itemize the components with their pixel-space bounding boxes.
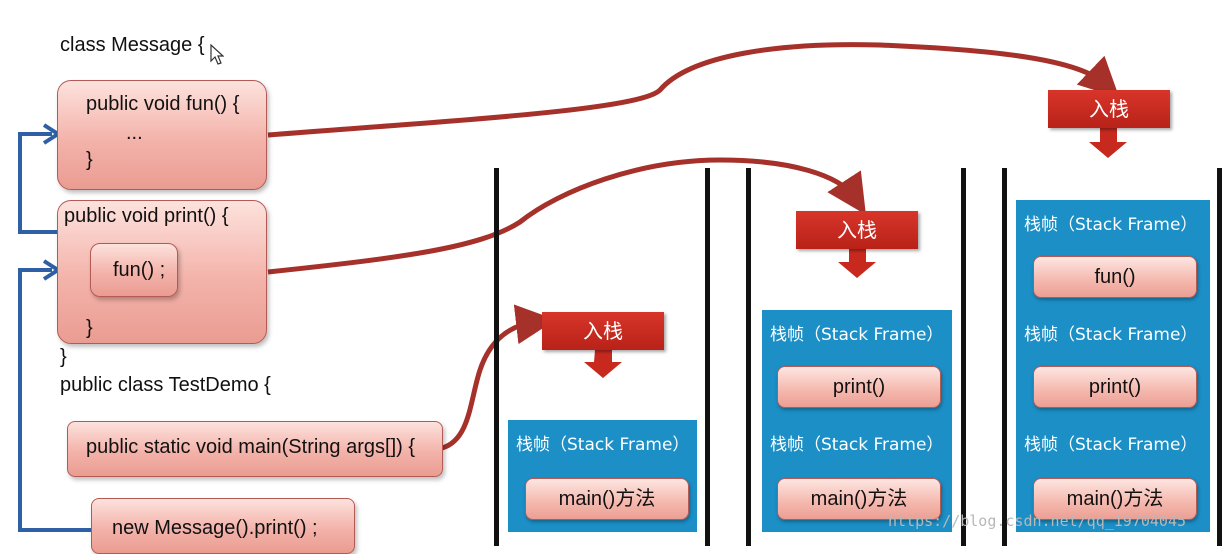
class-message-header: class Message { (60, 34, 205, 56)
frame-method-pill: print() (1033, 366, 1197, 408)
frame-method-pill: print() (777, 366, 941, 408)
stack-frame: 栈帧（Stack Frame） print() (762, 310, 952, 420)
curve-fun-push (267, 42, 1120, 138)
main-decl-text: public static void main(String args[]) { (86, 436, 416, 458)
stack-frame-label: 栈帧（Stack Frame） (516, 435, 690, 455)
stack-frame-label: 栈帧（Stack Frame） (1024, 325, 1198, 345)
frame-method-pill: main()方法 (525, 478, 689, 520)
stack-frame-label: 栈帧（Stack Frame） (770, 325, 944, 345)
stack-frame-label: 栈帧（Stack Frame） (1024, 435, 1198, 455)
push-down-arrow-2 (838, 248, 876, 278)
stack-1: 栈帧（Stack Frame） main()方法 (494, 168, 710, 546)
fun-method-box: public void fun() { ... } (57, 80, 267, 190)
fun-body-text: ... (126, 122, 143, 144)
push-label-1: 入栈 (542, 312, 664, 350)
curve-main-push (441, 304, 556, 451)
stack-frame: 栈帧（Stack Frame） main()方法 (508, 420, 697, 532)
stack-2: 栈帧（Stack Frame） print() 栈帧（Stack Frame） … (746, 168, 966, 546)
print-decl-text: public void print() { (64, 205, 229, 227)
frame-method-pill: main()方法 (777, 478, 941, 520)
stack-frame: 栈帧（Stack Frame） print() (1016, 310, 1210, 420)
stack-frame: 栈帧（Stack Frame） fun() (1016, 200, 1210, 310)
main-call-box: new Message().print() ; (91, 498, 355, 554)
frame-method-pill: main()方法 (1033, 478, 1197, 520)
class-message-close: } (60, 346, 67, 368)
call-arrow-main-to-print (18, 268, 92, 532)
fun-call-text: fun() ; (113, 259, 166, 281)
stack-frame: 栈帧（Stack Frame） main()方法 (1016, 420, 1210, 532)
mouse-cursor-icon (210, 44, 224, 65)
print-close-text: } (86, 317, 93, 339)
fun-close-text: } (86, 149, 93, 171)
stack-frame-label: 栈帧（Stack Frame） (770, 435, 944, 455)
push-label-3: 入栈 (1048, 90, 1170, 128)
stack-frame: 栈帧（Stack Frame） main()方法 (762, 420, 952, 532)
stack-frame-label: 栈帧（Stack Frame） (1024, 215, 1198, 235)
stack-3: 栈帧（Stack Frame） fun() 栈帧（Stack Frame） pr… (1002, 168, 1222, 546)
frame-method-pill: fun() (1033, 256, 1197, 298)
class-testdemo-header: public class TestDemo { (60, 374, 271, 396)
push-down-arrow-3 (1089, 128, 1127, 158)
push-label-2: 入栈 (796, 211, 918, 249)
main-call-text: new Message().print() ; (112, 517, 318, 539)
watermark: https://blog.csdn.net/qq_19704045 (888, 512, 1187, 530)
push-down-arrow-1 (584, 350, 622, 378)
fun-decl-text: public void fun() { (86, 93, 240, 115)
curve-print-push (267, 157, 866, 275)
fun-call-box: fun() ; (90, 243, 178, 297)
main-method-box: public static void main(String args[]) { (67, 421, 443, 477)
